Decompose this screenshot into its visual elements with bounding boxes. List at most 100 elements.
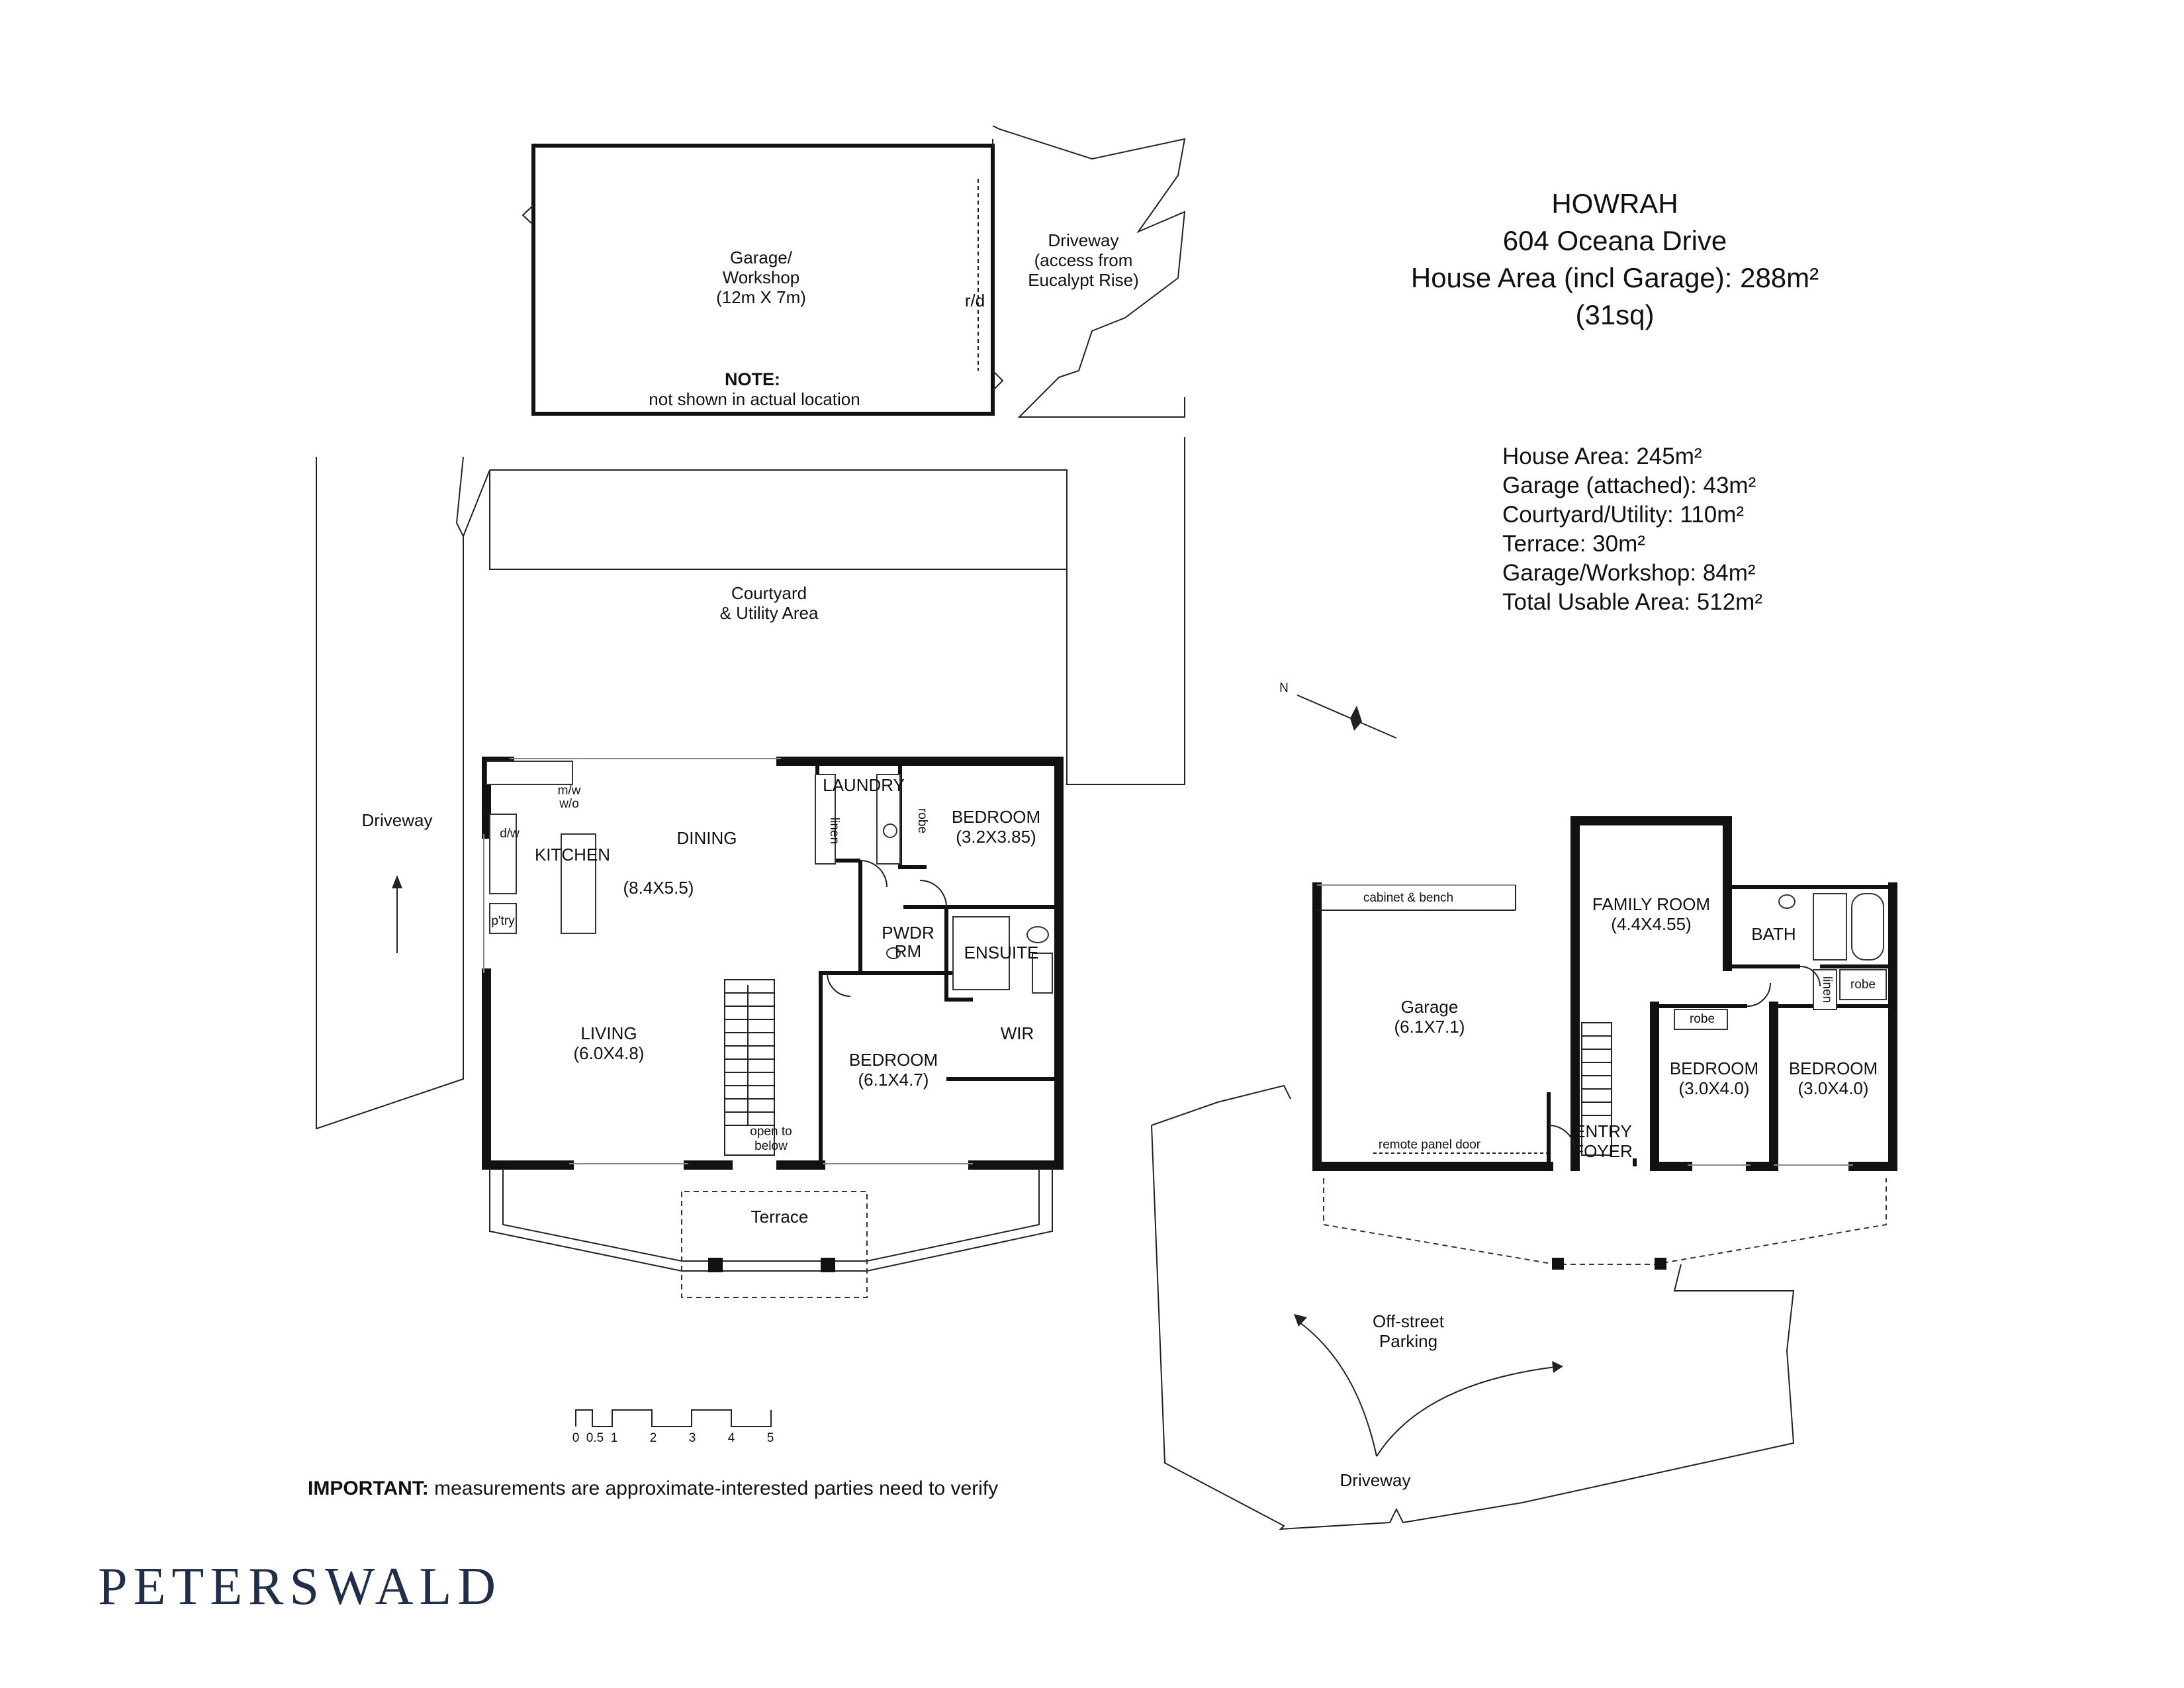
- linen-cupboard: [1813, 969, 1837, 1010]
- note-title: NOTE:: [725, 369, 780, 389]
- kitchen-label: KITCHEN: [535, 845, 610, 865]
- driveway-label: Driveway: [1048, 230, 1119, 250]
- garage-workshop-label: Garage/: [730, 248, 793, 267]
- terrace-post-left: [708, 1258, 723, 1272]
- ensuite-vanity: [1032, 953, 1053, 994]
- important-label: IMPORTANT:: [308, 1477, 429, 1499]
- entry-label: ENTRY: [1574, 1121, 1632, 1141]
- parking-arrowhead-right: [1552, 1361, 1563, 1373]
- ensuite-label: ENSUITE: [964, 943, 1039, 962]
- lower-deck-outline: [1323, 1178, 1887, 1265]
- detached-garage: Garage/ Workshop (12m X 7m) r/d NOTE: no…: [522, 125, 1186, 418]
- dining-size: (8.4X5.5): [623, 878, 694, 898]
- left-driveway-label: Driveway: [362, 810, 433, 830]
- bedroom4-size: (3.0X4.0): [1798, 1078, 1869, 1098]
- lower-internal-walls: [1547, 885, 1893, 1166]
- dining-label: DINING: [677, 828, 737, 848]
- bath-door: [1799, 966, 1821, 987]
- bath-tub: [1851, 893, 1884, 961]
- area-total: Total Usable Area: 512m²: [1502, 589, 1762, 615]
- parking-arrow-right: [1376, 1366, 1556, 1457]
- scale-label-4: 4: [728, 1431, 735, 1445]
- parking-label: Parking: [1379, 1331, 1437, 1351]
- detached-garage-walls: [531, 144, 995, 416]
- laundry-label: LAUNDRY: [823, 775, 905, 795]
- bedroom4-label: BEDROOM: [1789, 1058, 1878, 1078]
- kitchen-bench-side: [489, 814, 517, 894]
- garage-workshop-label-2: Workshop: [723, 267, 800, 287]
- bedroom2-label: BEDROOM: [849, 1050, 938, 1070]
- scale-label-3: 3: [689, 1431, 696, 1445]
- laundry-tub: [883, 823, 897, 838]
- bedroom-door: [919, 880, 947, 908]
- area-garage-attached: Garage (attached): 43m²: [1502, 473, 1756, 498]
- area-summary: House Area: 245m² Garage (attached): 43m…: [1502, 442, 1762, 617]
- microwave-label: m/w: [558, 784, 581, 798]
- scale-label-0: 0: [572, 1431, 580, 1445]
- bedroom3-robe-label: robe: [1690, 1012, 1715, 1026]
- lower-garage-label: Garage: [1401, 997, 1459, 1017]
- bath-toilet: [1778, 894, 1796, 909]
- wir-label: WIR: [1001, 1023, 1034, 1043]
- compass-north-label: N: [1279, 681, 1289, 695]
- side-door: [522, 205, 534, 226]
- bedroom1-size: (3.2X3.85): [956, 827, 1036, 847]
- north-compass: N: [1279, 681, 1397, 739]
- ensuite-shower: [952, 916, 1010, 990]
- offstreet-label: Off-street: [1373, 1311, 1445, 1331]
- bedroom2-size: (6.1X4.7): [858, 1070, 929, 1090]
- bedroom-robe: [876, 774, 901, 865]
- scale-label-2: 2: [650, 1431, 657, 1445]
- bedroom3-robe: [1674, 1009, 1728, 1030]
- ensuite-toilet: [1026, 926, 1049, 943]
- laundry-linen: [815, 774, 836, 865]
- bath-shower: [1813, 893, 1847, 961]
- entry-door: [1548, 1125, 1576, 1152]
- bedroom1-label: BEDROOM: [952, 807, 1040, 827]
- powder-room-label: PWDR: [882, 923, 934, 943]
- lower-garage-size: (6.1X7.1): [1394, 1017, 1465, 1037]
- pantry-label: p'try: [491, 914, 515, 928]
- remote-door-label: remote panel door: [1379, 1138, 1481, 1152]
- driveway-boundary: [992, 125, 1186, 418]
- suburb-title: HOWRAH: [1551, 188, 1678, 219]
- courtyard-outline: [463, 437, 1185, 785]
- bedroom4-robe: [1839, 969, 1887, 1000]
- note-text: not shown in actual location: [649, 389, 860, 409]
- driveway-access-label: (access from: [1034, 250, 1133, 270]
- area-garage-workshop: Garage/Workshop: 84m²: [1502, 560, 1756, 586]
- kitchen-island: [561, 833, 596, 934]
- lower-stair: [1581, 1022, 1612, 1156]
- terrace-label: Terrace: [751, 1207, 809, 1227]
- scale-label-5: 5: [767, 1431, 774, 1445]
- laundry-door: [860, 860, 887, 888]
- lower-post-left: [1552, 1258, 1564, 1270]
- scale-label-1: 1: [611, 1431, 618, 1445]
- driveway-arrowhead: [392, 875, 402, 888]
- wall-oven-label: w/o: [559, 797, 579, 811]
- left-driveway-outline: [316, 456, 464, 1130]
- lower-floor: cabinet & bench Garage (6.1X7.1) remote …: [1151, 816, 1897, 1530]
- bath-label: BATH: [1751, 924, 1796, 944]
- title-block: HOWRAH 604 Oceana Drive House Area (incl…: [1377, 185, 1853, 334]
- upper-floor: Driveway Courtyard & Utility Area: [316, 437, 1185, 1298]
- powder-room-label-2: RM: [895, 941, 921, 961]
- lower-linen-label: linen: [1820, 976, 1834, 1003]
- driveway-street-label: Eucalypt Rise): [1028, 270, 1139, 290]
- living-size: (6.0X4.8): [574, 1043, 645, 1063]
- parking-arrowhead-left: [1294, 1314, 1307, 1327]
- open-to-label: open to: [750, 1125, 792, 1139]
- kitchen-bench-top: [486, 761, 573, 785]
- important-text: measurements are approximate-interested …: [428, 1477, 999, 1499]
- terrace-cover: [681, 1191, 868, 1298]
- terrace-balustrade: [489, 1168, 1053, 1272]
- compass-needle-icon: [1350, 706, 1362, 731]
- address-title: 604 Oceana Drive: [1502, 225, 1727, 256]
- linen-label: linen: [827, 818, 841, 844]
- scale-bar: 0 0.5 1 2 3 4 5: [572, 1409, 774, 1445]
- important-note: IMPORTANT: measurements are approximate-…: [308, 1477, 998, 1500]
- powder-room-basin: [886, 947, 901, 959]
- lower-driveway-label: Driveway: [1340, 1470, 1411, 1490]
- foyer-label: FOYER: [1573, 1141, 1633, 1161]
